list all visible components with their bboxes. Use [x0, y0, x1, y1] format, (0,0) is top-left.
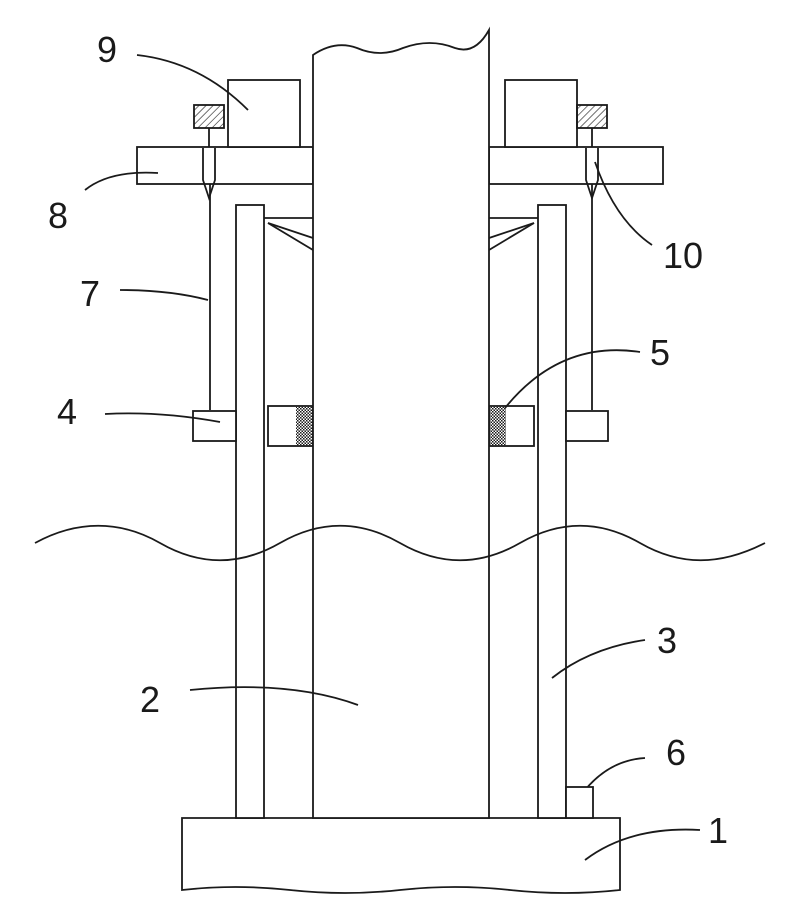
label-7: 7 [80, 273, 100, 314]
base-block [182, 818, 620, 893]
left-top-plate [137, 147, 313, 184]
label-4: 4 [57, 391, 77, 432]
stop-block [566, 787, 593, 818]
leader-6 [585, 758, 645, 790]
label-1: 1 [708, 810, 728, 851]
label-3: 3 [657, 620, 677, 661]
right-top-block [505, 80, 577, 147]
label-10: 10 [663, 235, 703, 276]
left-guide-column [236, 205, 264, 818]
label-2: 2 [140, 679, 160, 720]
label-9: 9 [97, 29, 117, 70]
right-guide-column [538, 205, 566, 818]
leader-5 [505, 350, 640, 408]
label-6: 6 [666, 732, 686, 773]
left-top-block [228, 80, 300, 147]
leader-7 [120, 290, 208, 300]
right-clamp-plate [566, 411, 608, 441]
left-clamp-plate [193, 411, 236, 441]
right-roller [489, 406, 534, 446]
label-8: 8 [48, 195, 68, 236]
right-top-plate [489, 147, 663, 184]
label-5: 5 [650, 332, 670, 373]
left-top-brace [264, 218, 313, 250]
right-top-brace [489, 218, 538, 250]
left-roller [268, 406, 313, 446]
